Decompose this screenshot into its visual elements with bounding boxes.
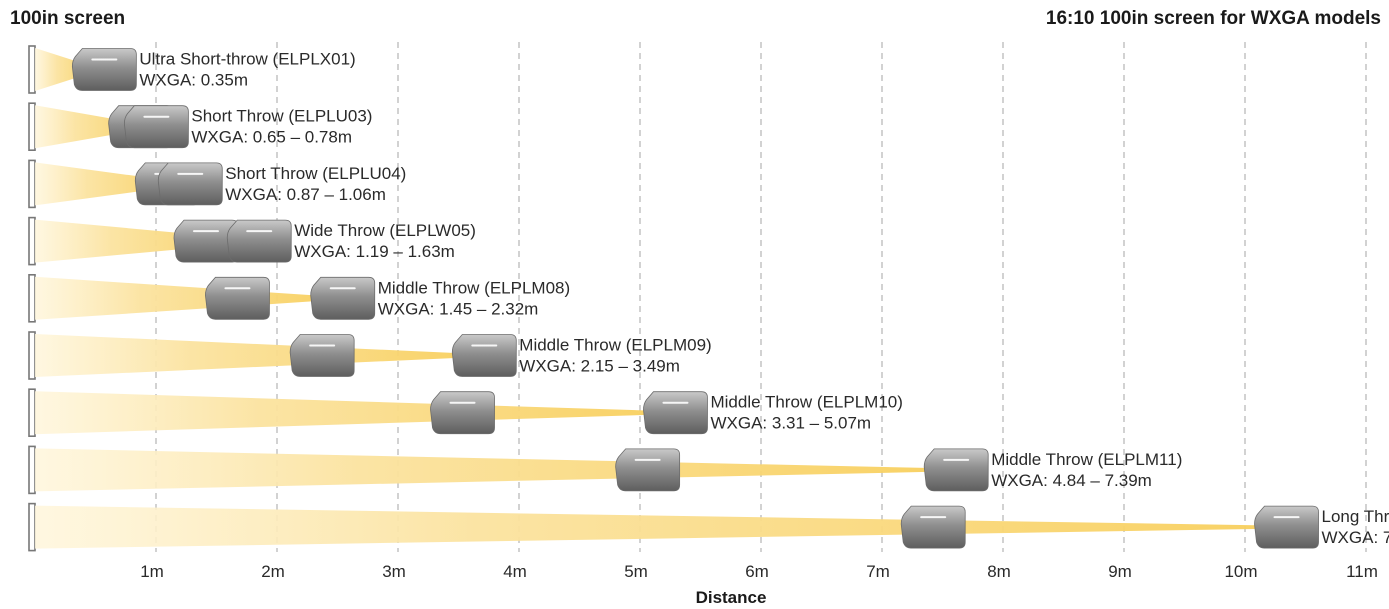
screen-icon xyxy=(28,102,36,151)
lens-name: Middle Throw (ELPLM10) xyxy=(710,393,902,412)
tick-label: 7m xyxy=(866,562,890,581)
lens-name: Long Throw (ELPLL08) xyxy=(1322,507,1389,526)
projector-icon xyxy=(1254,505,1319,549)
lens-range: WXGA: 3.31 – 5.07m xyxy=(710,414,871,433)
projector-icon xyxy=(430,391,495,435)
lens-row: Wide Throw (ELPLW05) WXGA: 1.19 – 1.63m xyxy=(28,216,476,266)
tick-label: 3m xyxy=(382,562,406,581)
tick-label: 1m xyxy=(140,562,164,581)
lens-row: Middle Throw (ELPLM10) WXGA: 3.31 – 5.07m xyxy=(28,388,903,438)
lens-row: Short Throw (ELPLU03) WXGA: 0.65 – 0.78m xyxy=(28,102,372,151)
tick-label: 11m xyxy=(1346,562,1378,581)
light-beam xyxy=(35,219,253,263)
projector-icon xyxy=(226,219,292,263)
lens-name: Short Throw (ELPLU04) xyxy=(225,164,406,183)
projector-icon xyxy=(289,334,355,377)
lens-name: Wide Throw (ELPLW05) xyxy=(294,221,476,240)
tick-label: 2m xyxy=(261,562,285,581)
projector-icon xyxy=(173,219,239,263)
screen-icon xyxy=(28,331,36,380)
lens-row: Middle Throw (ELPLM09) WXGA: 2.15 – 3.49m xyxy=(28,331,712,380)
projector-icon xyxy=(205,276,270,320)
lens-rows: Ultra Short-throw (ELPLX01) WXGA: 0.35mSh… xyxy=(28,45,1389,552)
lens-range: WXGA: 1.45 – 2.32m xyxy=(378,299,539,318)
light-beam xyxy=(35,162,184,206)
lens-name: Short Throw (ELPLU03) xyxy=(191,107,372,126)
screen-size-title: 100in screen xyxy=(10,8,126,29)
projector-icon xyxy=(923,448,989,492)
lens-range: WXGA: 1.19 – 1.63m xyxy=(294,242,455,261)
tick-label: 4m xyxy=(503,562,527,581)
lens-row: Long Throw (ELPLL08) WXGA: 7.2 – 10.12m xyxy=(28,502,1389,552)
projector-icon xyxy=(123,105,189,149)
projector-icon xyxy=(615,448,681,492)
tick-label: 8m xyxy=(987,562,1011,581)
projector-icon xyxy=(71,48,137,91)
screen-format-title: 16:10 100in screen for WXGA models xyxy=(1045,8,1381,29)
lens-row: Middle Throw (ELPLM08) WXGA: 1.45 – 2.32m xyxy=(28,273,570,323)
lens-name: Ultra Short-throw (ELPLX01) xyxy=(139,50,355,69)
light-beam xyxy=(35,276,336,320)
lens-row: Middle Throw (ELPLM11) WXGA: 4.84 – 7.39m xyxy=(28,445,1182,495)
tick-label: 6m xyxy=(745,562,769,581)
projector-icon xyxy=(643,391,708,435)
screen-icon xyxy=(28,273,36,323)
lens-range: WXGA: 0.65 – 0.78m xyxy=(191,128,352,147)
projector-icon xyxy=(451,334,517,377)
screen-icon xyxy=(28,388,36,438)
light-beam xyxy=(35,48,98,91)
lens-name: Middle Throw (ELPLM08) xyxy=(378,278,570,297)
tick-label: 9m xyxy=(1108,562,1132,581)
lens-range: WXGA: 2.15 – 3.49m xyxy=(519,357,680,376)
projector-icon xyxy=(157,162,223,206)
lens-range: WXGA: 0.35m xyxy=(139,71,248,90)
lens-range: WXGA: 7.2 – 10.12m xyxy=(1322,528,1389,547)
light-beam xyxy=(35,105,150,149)
screen-icon xyxy=(28,159,36,209)
axis-title: Distance xyxy=(696,588,767,607)
light-beam xyxy=(35,505,1280,549)
lens-name: Middle Throw (ELPLM11) xyxy=(991,450,1182,469)
screen-icon xyxy=(28,445,36,495)
lens-range: WXGA: 0.87 – 1.06m xyxy=(225,185,386,204)
tick-label: 5m xyxy=(624,562,648,581)
light-beam xyxy=(35,448,950,492)
light-beam xyxy=(35,391,669,435)
lens-name: Middle Throw (ELPLM09) xyxy=(519,336,711,355)
screen-icon xyxy=(28,216,36,266)
lens-range: WXGA: 4.84 – 7.39m xyxy=(991,471,1152,490)
distance-axis: Distance 1m 2m 3m 4m 5m 6m 7m 8m 9m 10m 11m xyxy=(140,562,1378,607)
lens-row: Ultra Short-throw (ELPLX01) WXGA: 0.35m xyxy=(28,45,356,94)
screen-icon xyxy=(28,502,36,552)
screen-icon xyxy=(28,45,36,94)
light-beam xyxy=(35,334,478,377)
tick-label: 10m xyxy=(1224,562,1257,581)
lens-row: Short Throw (ELPLU04) WXGA: 0.87 – 1.06m xyxy=(28,159,406,209)
projector-icon xyxy=(900,505,966,549)
projector-icon xyxy=(310,276,376,320)
